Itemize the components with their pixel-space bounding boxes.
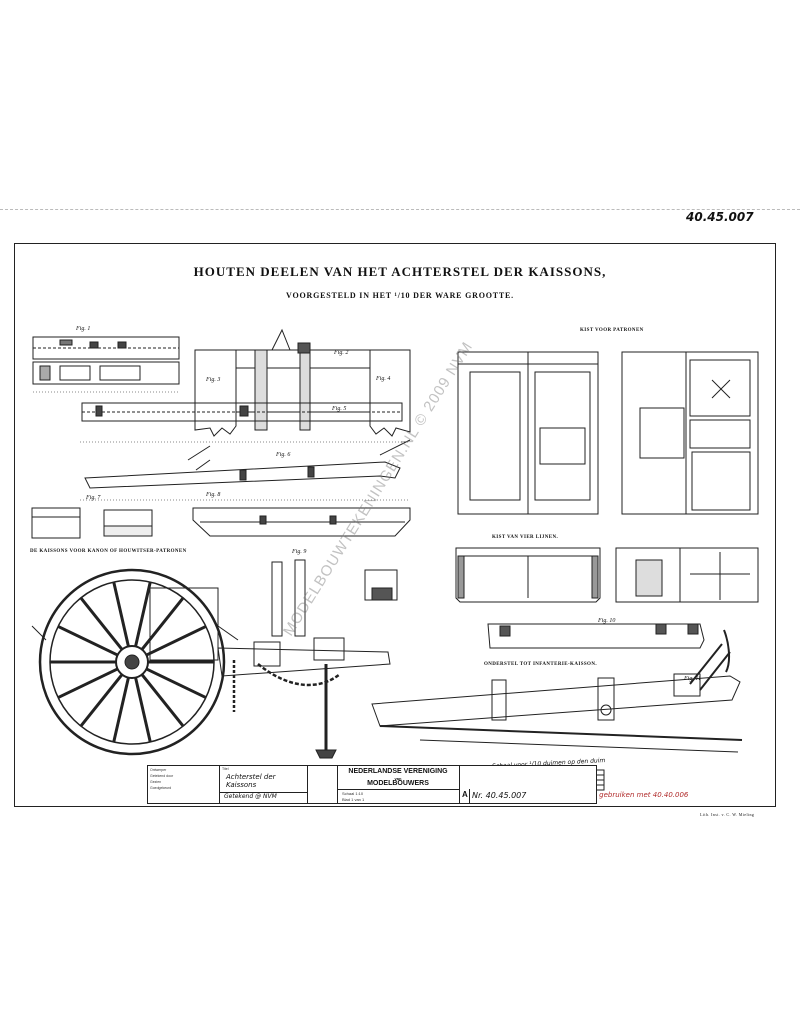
ammo-chest-front <box>457 351 599 515</box>
fig-label: Fig. 9 <box>292 549 307 555</box>
chest-four-lines-side <box>615 547 759 603</box>
label-kaissons-kanon: DE KAISSONS VOOR KANON OF HOUWITSER-PATR… <box>30 549 187 554</box>
org-line2: van <box>394 776 402 781</box>
tb-label: Gezien <box>150 780 162 784</box>
wheel-spoke <box>79 673 124 728</box>
tb-blad: Blad 1 van 1 <box>342 797 365 802</box>
wheel-spoke <box>57 667 119 699</box>
drawing-title: HOUTEN DEELEN VAN HET ACHTERSTEL DER KAI… <box>193 264 607 279</box>
title-block-format: A <box>460 789 470 803</box>
title-block-title: Titel Achterstel der Kaissons Getekend @… <box>220 766 308 803</box>
fig7-blocks <box>31 507 411 539</box>
wheel-spoke <box>134 581 152 647</box>
fig-label: Fig. 11 <box>684 676 701 682</box>
title-block: Ontwerper Getekend door Gezien Goedgekeu… <box>147 765 597 804</box>
wheel-spoke <box>112 581 130 647</box>
fig-label: Fig. 7 <box>86 495 101 501</box>
drawing-subtitle: VOORGESTELD IN HET ¹/10 DER WARE GROOTTE… <box>286 291 514 300</box>
wheel-spoke <box>145 667 207 699</box>
fig-label: Fig. 3 <box>206 377 221 383</box>
fig-central-frame <box>80 328 411 443</box>
wheel-spoke <box>57 625 119 657</box>
fig1-beam <box>32 336 180 393</box>
fig6-pole <box>80 439 411 501</box>
wheel-spoke <box>134 677 152 743</box>
label-kist-patronen: KIST VOOR PATRONEN <box>580 328 644 333</box>
tb-label: Goedgekeurd <box>150 786 172 790</box>
title-block-org: NEDERLANDSE VERENIGING van MODELBOUWERS … <box>338 766 460 803</box>
crop-line <box>0 209 800 210</box>
label-printer: Lith. Inst. v. C. W. Mieling <box>700 812 755 817</box>
wheel-spoke <box>145 625 207 657</box>
title-block-left: Ontwerper Getekend door Gezien Goedgekeu… <box>148 766 220 803</box>
fig-label: Fig. 8 <box>206 492 221 498</box>
title-block-logo-cell <box>308 766 338 803</box>
trail-chain-prop <box>31 559 398 759</box>
tb-label: Getekend door <box>150 774 174 778</box>
tb-format: A <box>462 790 468 799</box>
org-line1: NEDERLANDSE VERENIGING <box>348 768 448 775</box>
label-onderstel: ONDERSTEL TOT INFANTERIE-KAISSON. <box>484 662 597 667</box>
org-line3: MODELBOUWERS <box>367 780 429 787</box>
fig12-bracket <box>487 623 705 649</box>
wheel-spoke <box>112 677 130 743</box>
fig-label: Fig. 5 <box>332 406 347 412</box>
wheel-spoke <box>140 673 185 728</box>
tb-getekend: Getekend @ NVM <box>224 793 277 800</box>
label-kist-vier-lijnen: KIST VAN VIER LIJNEN. <box>492 535 559 540</box>
fig-label: Fig. 10 <box>598 618 616 624</box>
ammo-chest-side <box>621 351 759 515</box>
chest-four-lines <box>455 547 601 603</box>
tb-number: Nr. 40.45.007 <box>472 791 527 800</box>
fig-label: Fig. 2 <box>334 350 349 356</box>
archive-number: 40.45.007 <box>686 210 754 224</box>
wheel <box>38 568 226 756</box>
fig-label: Fig. 4 <box>376 376 391 382</box>
infantry-undercarriage <box>371 629 743 753</box>
fig-label: Fig. 6 <box>276 452 291 458</box>
tb-titel-value: Achterstel der Kaissons <box>226 773 276 789</box>
wheel-spoke <box>79 596 124 651</box>
fig-label: Fig. 1 <box>76 326 91 332</box>
tb-titel-label: Titel <box>222 767 229 771</box>
tb-schaal: Schaal 1:10 <box>342 791 364 796</box>
wheel-spoke <box>140 596 185 651</box>
tb-label: Ontwerper <box>150 768 167 772</box>
combination-note: in combinatie te gebruiken met 40.40.006 <box>540 791 689 799</box>
